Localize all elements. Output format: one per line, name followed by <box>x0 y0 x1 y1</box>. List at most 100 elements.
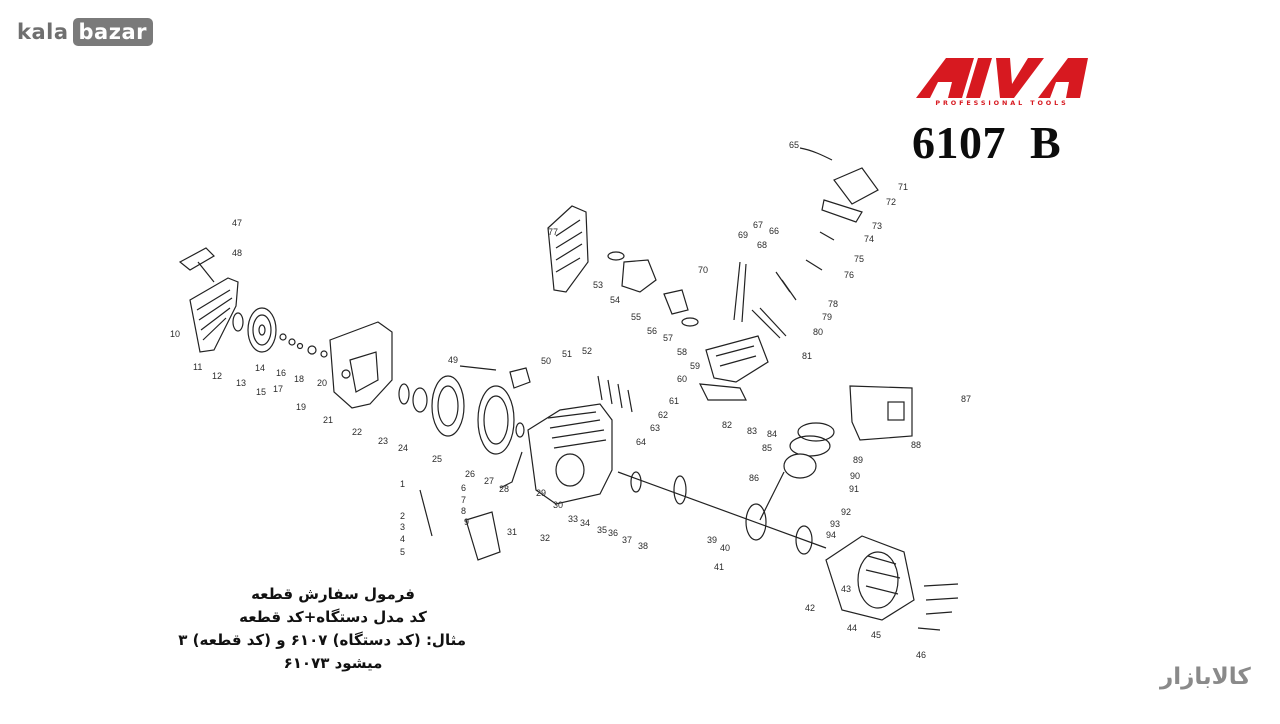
part-number-78: 78 <box>828 299 838 309</box>
part-number-66: 66 <box>769 226 779 236</box>
part-number-37: 37 <box>622 535 632 545</box>
part-number-55: 55 <box>631 312 641 322</box>
part-number-90: 90 <box>850 471 860 481</box>
clutch-bolts <box>917 583 959 631</box>
watermark-top: kala bazar <box>17 17 153 47</box>
part-number-50: 50 <box>541 356 551 366</box>
part-number-80: 80 <box>813 327 823 337</box>
part-number-36: 36 <box>608 528 618 538</box>
order-note-line-1: فرمول سفارش قطعه <box>251 585 415 603</box>
part-number-72: 72 <box>886 197 896 207</box>
part-number-91: 91 <box>849 484 859 494</box>
part-number-82: 82 <box>722 420 732 430</box>
part-number-4: 4 <box>400 534 405 544</box>
part-number-43: 43 <box>841 584 851 594</box>
cylinder-bolts <box>597 375 633 413</box>
watermark-word-bazar: bazar <box>72 18 153 46</box>
crankshaft <box>617 471 827 555</box>
carburetor <box>607 251 769 383</box>
throttle-parts <box>419 451 523 561</box>
recoil-pulley <box>232 307 277 353</box>
part-number-81: 81 <box>802 351 812 361</box>
starter-small-parts <box>279 333 328 358</box>
intake-gasket <box>698 383 747 401</box>
part-number-39: 39 <box>707 535 717 545</box>
part-number-71: 71 <box>898 182 908 192</box>
part-number-35: 35 <box>597 525 607 535</box>
part-number-27: 27 <box>484 476 494 486</box>
part-number-56: 56 <box>647 326 657 336</box>
part-number-83: 83 <box>747 426 757 436</box>
part-number-64: 64 <box>636 437 646 447</box>
part-number-88: 88 <box>911 440 921 450</box>
order-note-line-3: مثال: (کد دستگاه) ۶۱۰۷ و (کد قطعه) ۳ <box>178 631 466 649</box>
part-drawings <box>178 147 959 631</box>
part-number-67: 67 <box>753 220 763 230</box>
watermark-word-kala: kala <box>17 20 69 44</box>
clutch-housing <box>825 535 915 621</box>
part-number-14: 14 <box>255 363 265 373</box>
part-number-9: 9 <box>464 517 469 527</box>
part-number-46: 46 <box>916 650 926 660</box>
brand-tagline: PROFESSIONAL TOOLS <box>935 99 1069 107</box>
part-number-23: 23 <box>378 436 388 446</box>
part-number-73: 73 <box>872 221 882 231</box>
part-number-62: 62 <box>658 410 668 420</box>
part-number-5: 5 <box>400 547 405 557</box>
part-number-26: 26 <box>465 469 475 479</box>
part-number-87: 87 <box>961 394 971 404</box>
part-number-68: 68 <box>757 240 767 250</box>
part-number-34: 34 <box>580 518 590 528</box>
part-number-57: 57 <box>663 333 673 343</box>
part-number-1: 1 <box>400 479 405 489</box>
part-number-18: 18 <box>294 374 304 384</box>
part-number-48: 48 <box>232 248 242 258</box>
part-number-labels: 1234567891011121314151617181920212223242… <box>170 140 971 660</box>
part-number-15: 15 <box>256 387 266 397</box>
model-code: 6107 B <box>912 117 1062 168</box>
fan-housing <box>329 321 393 409</box>
part-number-74: 74 <box>864 234 874 244</box>
part-number-2: 2 <box>400 511 405 521</box>
part-number-30: 30 <box>553 500 563 510</box>
part-number-61: 61 <box>669 396 679 406</box>
part-number-11: 11 <box>193 362 202 372</box>
part-number-65: 65 <box>789 140 799 150</box>
part-number-51: 51 <box>562 349 572 359</box>
part-number-63: 63 <box>650 423 660 433</box>
part-number-42: 42 <box>805 603 815 613</box>
order-note-line-4: میشود ۶۱۰۷۳ <box>283 654 383 672</box>
recoil-starter-cover <box>189 277 239 353</box>
flywheel <box>398 375 525 455</box>
part-number-44: 44 <box>847 623 857 633</box>
part-number-24: 24 <box>398 443 408 453</box>
part-number-40: 40 <box>720 543 730 553</box>
part-number-47: 47 <box>232 218 242 228</box>
fuel-line <box>799 147 833 161</box>
part-number-92: 92 <box>841 507 851 517</box>
part-number-89: 89 <box>853 455 863 465</box>
part-number-19: 19 <box>296 402 306 412</box>
part-number-25: 25 <box>432 454 442 464</box>
part-number-12: 12 <box>212 371 222 381</box>
part-number-58: 58 <box>677 347 687 357</box>
cylinder-block <box>527 403 613 505</box>
muffler <box>849 385 913 441</box>
part-number-77: 77 <box>548 227 558 237</box>
part-number-7: 7 <box>461 495 466 505</box>
part-number-93: 93 <box>830 519 840 529</box>
part-number-70: 70 <box>698 265 708 275</box>
part-number-33: 33 <box>568 514 578 524</box>
air-filter-cover <box>547 205 589 293</box>
part-number-21: 21 <box>323 415 333 425</box>
part-number-41: 41 <box>714 562 724 572</box>
part-number-76: 76 <box>844 270 854 280</box>
part-number-79: 79 <box>822 312 832 322</box>
part-number-6: 6 <box>461 483 466 493</box>
part-number-20: 20 <box>317 378 327 388</box>
part-number-75: 75 <box>854 254 864 264</box>
primer-tubes <box>733 261 797 339</box>
part-number-3: 3 <box>400 522 405 532</box>
